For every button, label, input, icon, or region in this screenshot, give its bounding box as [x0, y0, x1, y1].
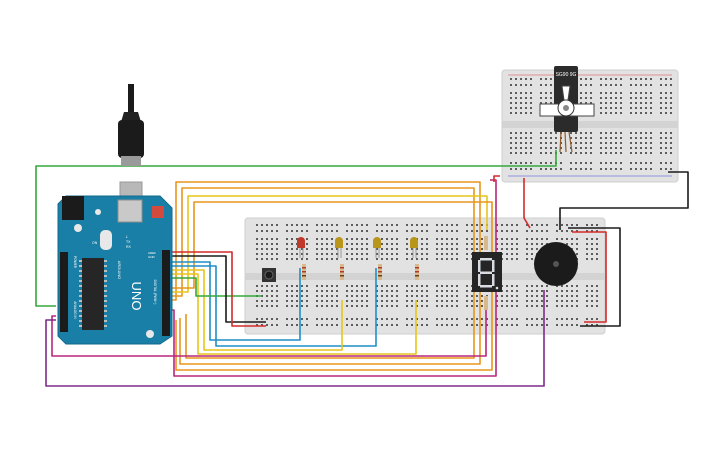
- arduino-analog-label: ANALOG IN: [73, 301, 77, 319]
- servo-leads: [559, 131, 573, 153]
- arduino-brand-label: UNO: [129, 282, 144, 311]
- resistor: [340, 264, 344, 280]
- wire-yellow-2: [172, 273, 417, 355]
- arduino-uno-board[interactable]: UNO ARDUINO DIGITAL (PWM~) POWER ANALOG …: [57, 195, 173, 345]
- wire-magenta-1: [172, 179, 497, 377]
- wire-black-top: [559, 171, 689, 230]
- wire-purple-buzzer: [45, 290, 545, 387]
- chip-pins: [79, 260, 107, 327]
- wire-red-top: [493, 175, 500, 182]
- push-button[interactable]: [262, 268, 276, 282]
- arduino-gnd-label: GND: [148, 255, 156, 259]
- wire-blue-1: [172, 261, 301, 341]
- led-yellow[interactable]: [373, 237, 381, 258]
- arduino-l-label: L: [126, 235, 128, 239]
- top-breadboard-holes: [510, 78, 672, 170]
- wire-black-gnd-1: [172, 255, 266, 323]
- wire-red-buzzer: [572, 231, 607, 323]
- servo-label: SG90 9G: [556, 72, 577, 78]
- arduino-power-label: POWER: [73, 256, 77, 269]
- wire-magenta-2: [51, 310, 487, 357]
- led-yellow[interactable]: [410, 237, 418, 258]
- led-yellow[interactable]: [335, 237, 343, 258]
- wire-green-servo-signal: [35, 150, 557, 307]
- arduino-model-label: ARDUINO: [117, 261, 122, 279]
- seven-segment-digit: [478, 258, 499, 290]
- wire-orange-loop-1: [172, 181, 481, 365]
- wire-blue-2: [172, 265, 377, 347]
- seven-segment-display[interactable]: [472, 236, 502, 310]
- wire-yellow-loop: [172, 195, 488, 293]
- wire-orange-loop-2: [172, 187, 475, 359]
- wire-orange-loop-3: [172, 201, 493, 371]
- arduino-rx-label: RX: [126, 245, 132, 249]
- servo-motor[interactable]: SG90 9G: [539, 66, 595, 132]
- arduino-digital-label: DIGITAL (PWM~): [153, 280, 157, 305]
- wire-green-button: [172, 277, 262, 297]
- resistor: [415, 264, 419, 280]
- top-breadboard[interactable]: [501, 69, 679, 183]
- leds: [297, 237, 419, 280]
- wire-red-power: [172, 251, 266, 327]
- wire-yellow-1: [172, 269, 343, 351]
- arduino-aref-label: AREF: [148, 251, 156, 255]
- arduino-on-label: ON: [92, 241, 98, 245]
- piezo-buzzer[interactable]: [534, 242, 578, 286]
- arduino-tx-label: TX: [126, 240, 131, 244]
- resistor: [302, 264, 306, 280]
- led-red[interactable]: [297, 237, 305, 258]
- wires: [35, 131, 689, 387]
- wire-red-top-2: [523, 178, 531, 229]
- wire-black-buzzer: [568, 227, 621, 327]
- resistor: [378, 264, 382, 280]
